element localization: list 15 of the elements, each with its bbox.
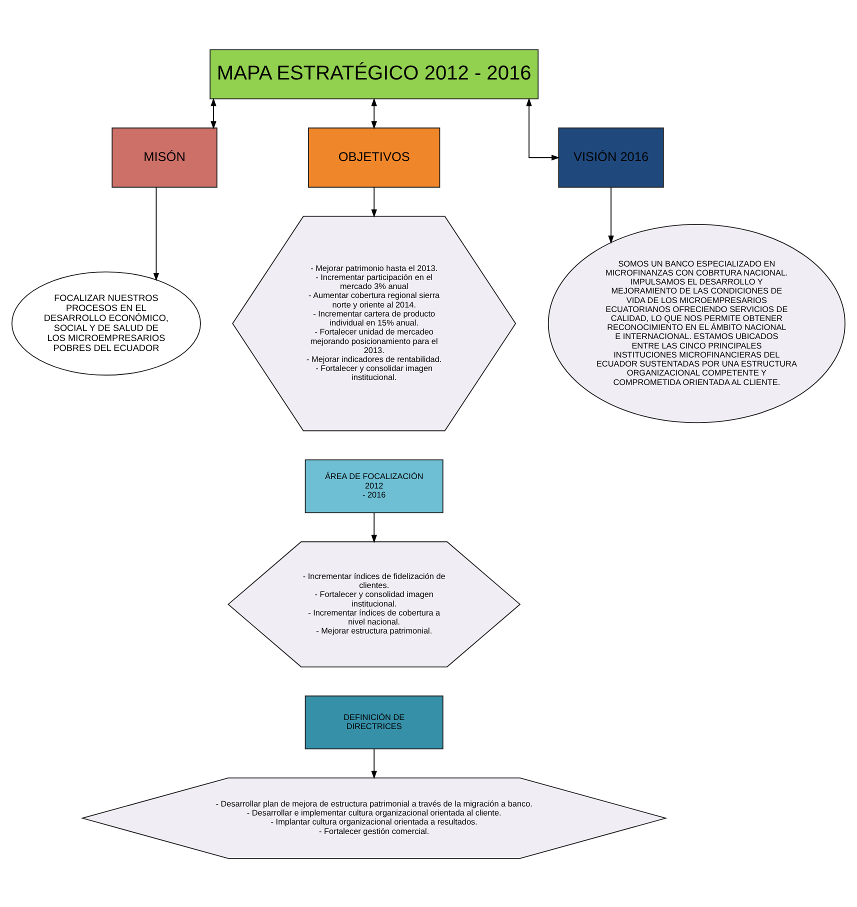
node-box: ÁREA DE FOCALIZACIÓN 2012 - 2016 (304, 458, 444, 513)
node-ellipse: SOMOS UN BANCO ESPECIALIZADO EN MICROFINANZAS CON COBRTURA NACIONAL. IMPULSAMOS EL DESARROLLO Y MEJORAMIENTO DE LAS CONDICIONES DE VIDA DE LOS MICROEMPRESARIOS ECUATORIANOS OFRECIENDO SERVICIOS DE CALIDAD, LO QUE NOS PERMITE OBTENER RECONOCIMIENTO EN EL ÁMBITO NACIONAL E INTERNACIONAL. ESTAMOS UBICADOS ENTRE LAS CINCO PRINCIPALES INSTITUCIONES MICROFINANCIERAS DEL ECUADOR SUSTENTADAS POR UNA ESTRUCTURA ORGANIZACIONAL COMPETENTE Y COMPROMETIDA ORIENTADA AL CLIENTE. (548, 223, 846, 423)
arrow (371, 97, 377, 129)
node-box: MISÓN (112, 127, 218, 188)
arrow (608, 186, 614, 244)
arrow (526, 97, 560, 160)
arrow (153, 186, 160, 281)
node-box: DEFINICIÓN DE DIRECTRICES (304, 695, 444, 749)
node-box: VISIÓN 2016 (558, 127, 664, 188)
arrow (371, 748, 377, 779)
arrow (371, 512, 377, 543)
arrow (210, 97, 216, 129)
node-box: OBJETIVOS (308, 127, 440, 188)
arrow (371, 186, 377, 218)
node-box: MAPA ESTRATÉGICO 2012 - 2016 (210, 48, 539, 99)
